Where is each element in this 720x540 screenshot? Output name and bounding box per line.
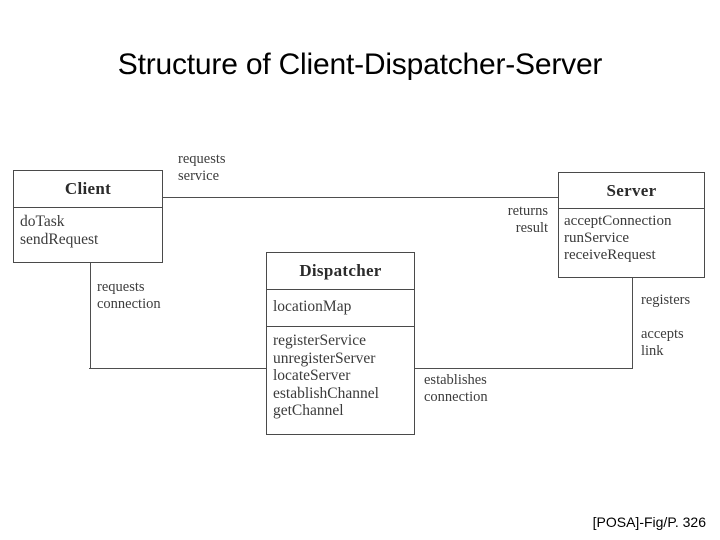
- edge-label-registers: registers: [641, 292, 690, 309]
- association-line-client-server: [163, 197, 559, 198]
- uml-operation: acceptConnection: [564, 213, 672, 229]
- edge-label-line: connection: [424, 389, 488, 406]
- uml-operations-client: doTask sendRequest: [14, 207, 162, 251]
- edge-label-accepts-link: accepts link: [641, 326, 684, 360]
- uml-operation: getChannel: [273, 402, 344, 419]
- uml-class-name-dispatcher: Dispatcher: [299, 261, 382, 280]
- uml-operations-server: acceptConnection runService receiveReque…: [559, 208, 704, 267]
- uml-class-client[interactable]: Client doTask sendRequest: [13, 170, 163, 263]
- edge-label-line: service: [178, 168, 220, 185]
- edge-label-requests-service: requests service: [178, 151, 226, 185]
- edge-label-line: registers: [641, 292, 691, 308]
- edge-label-line: requests: [178, 151, 226, 167]
- edge-label-line: requests: [97, 279, 145, 295]
- uml-class-server[interactable]: Server acceptConnection runService recei…: [558, 172, 705, 278]
- edge-label-returns-result: returns result: [418, 203, 548, 237]
- association-line-client-dispatcher-vertical: [90, 263, 91, 369]
- uml-class-dispatcher[interactable]: Dispatcher locationMap registerService u…: [266, 252, 415, 435]
- source-caption: [POSA]-Fig/P. 326: [592, 514, 706, 530]
- uml-operation: locateServer: [273, 367, 351, 384]
- association-line-server-dispatcher-vertical: [632, 278, 633, 369]
- uml-operation: unregisterServer: [273, 349, 376, 367]
- uml-operation: registerService: [273, 332, 366, 349]
- edge-label-line: link: [641, 343, 664, 360]
- uml-class-name-client: Client: [64, 179, 112, 198]
- uml-attribute: locationMap: [273, 298, 352, 315]
- edge-label-line: accepts: [641, 326, 684, 342]
- association-line-server-dispatcher-horizontal: [415, 368, 633, 369]
- edge-label-establishes-connection: establishes connection: [424, 372, 488, 406]
- edge-label-line: establishes: [424, 372, 487, 388]
- uml-attributes-dispatcher: locationMap: [267, 289, 414, 326]
- association-line-client-dispatcher-horizontal: [89, 368, 267, 369]
- uml-class-name-server: Server: [606, 181, 657, 200]
- page-title: Structure of Client-Dispatcher-Server: [117, 48, 603, 81]
- uml-operation: sendRequest: [20, 230, 99, 248]
- uml-operation: receiveRequest: [564, 246, 656, 263]
- uml-class-diagram: Client doTask sendRequest Server acceptC…: [13, 151, 705, 435]
- uml-operations-dispatcher: registerService unregisterServer locateS…: [267, 326, 414, 423]
- edge-label-requests-connection: requests connection: [97, 279, 161, 313]
- edge-label-line: returns: [507, 203, 548, 219]
- edge-label-line: result: [515, 220, 548, 237]
- edge-label-line: connection: [97, 296, 161, 313]
- uml-operation: runService: [564, 229, 629, 246]
- uml-operation: establishChannel: [273, 384, 379, 402]
- uml-operation: doTask: [20, 213, 65, 230]
